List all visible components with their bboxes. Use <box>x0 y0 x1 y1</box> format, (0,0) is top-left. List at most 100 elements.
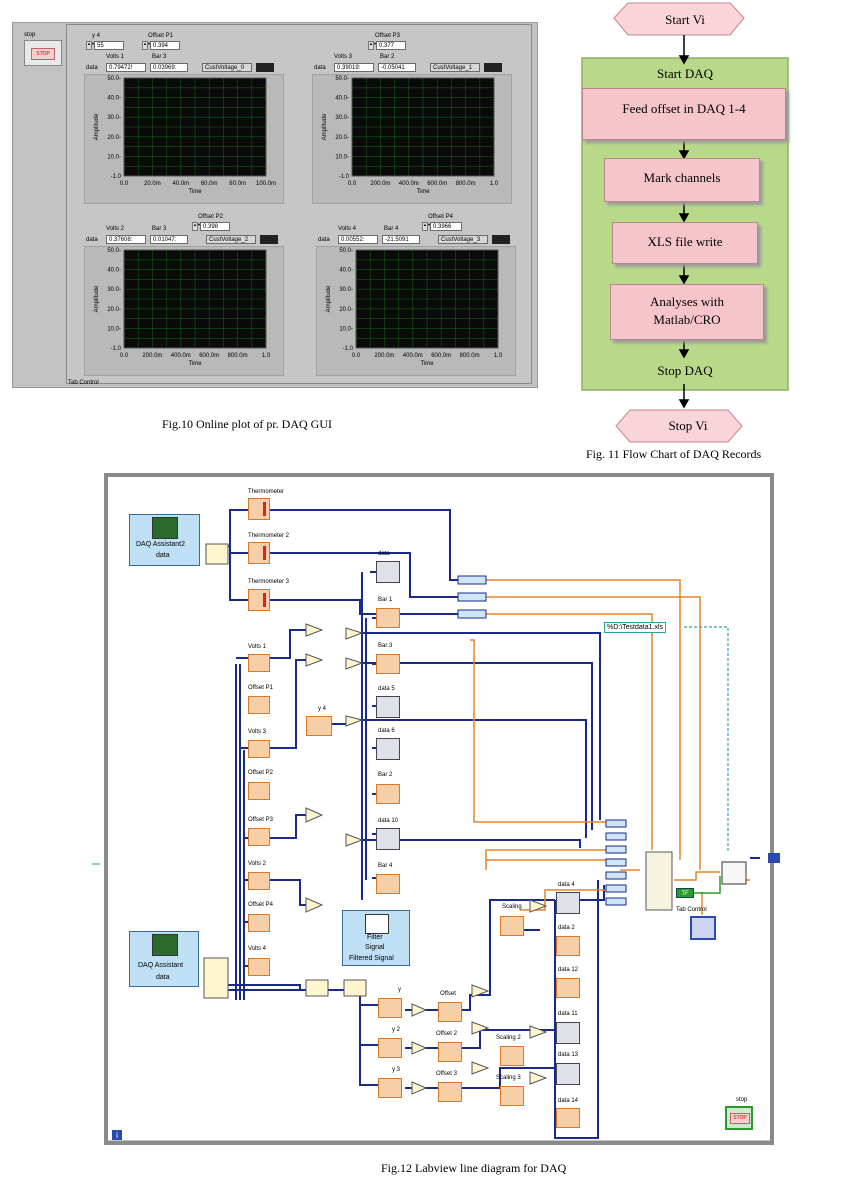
x-tick-label: 0.0 <box>348 181 357 187</box>
stop-button[interactable]: STOP <box>24 40 62 66</box>
numeric-terminal <box>376 654 400 674</box>
offset-p4-spinner[interactable]: ▲▼ <box>422 222 431 231</box>
middle-terminal-label: data 10 <box>378 818 399 824</box>
graph-3-ind2-value: -21.5091 <box>382 235 420 244</box>
x-axis-label: Time <box>416 189 430 195</box>
graph-2-data-label: data <box>86 237 98 243</box>
lower-offset-label: Offset <box>440 991 456 997</box>
x-tick-label: 400.0m <box>403 353 423 359</box>
y-tick-label: 20.0- <box>107 135 121 141</box>
graph-2-ind2-label: Bar 3 <box>152 226 167 232</box>
tab-control-terminal-label: Tab Control <box>676 907 707 913</box>
stop-label: stop <box>24 32 36 38</box>
y-tick-label: 50.0- <box>335 76 349 82</box>
numeric-terminal <box>248 828 270 846</box>
graph-2: Volts 2 Bar 3 data 0.37608: 0.01047: Cus… <box>84 226 286 376</box>
offset-p4-field[interactable]: 0.3966 <box>430 222 462 231</box>
y4-terminal <box>306 716 332 736</box>
fig11-caption: Fig. 11 Flow Chart of DAQ Records <box>586 447 762 461</box>
thermometer-3-terminal <box>248 589 270 611</box>
x-tick-label: 200.0m <box>142 353 162 359</box>
flow-step-analyses-line2: Matlab/CRO <box>653 312 721 327</box>
y-tick-label: -1.0 <box>111 346 122 352</box>
chart-terminal <box>556 892 580 914</box>
left-terminal-label: Offset P3 <box>248 817 273 823</box>
y-tick-label: 50.0- <box>339 248 353 254</box>
y-tick-label: 20.0- <box>107 307 121 313</box>
y-tick-label: 10.0- <box>339 326 353 332</box>
numeric-terminal <box>248 654 270 672</box>
y-tick-label: 10.0- <box>335 154 349 160</box>
x-tick-label: 80.0m <box>229 181 246 187</box>
y-tick-label: 20.0- <box>339 307 353 313</box>
y-tick-label: 30.0- <box>107 287 121 293</box>
graph-3-legend: CustVoltage_3 <box>438 235 488 244</box>
flow-stop-daq: Stop DAQ <box>657 363 713 378</box>
chart-terminal <box>556 1063 580 1085</box>
graph-1-ind2-value: -0.05041 <box>378 63 416 72</box>
filter-in-port: Signal <box>365 944 385 951</box>
filter-out-port: Filtered Signal <box>349 955 394 962</box>
daq-assistant-block[interactable]: DAQ Assistant data <box>129 931 199 987</box>
y-tick-label: 50.0- <box>107 76 121 82</box>
numeric-terminal <box>438 1082 462 1102</box>
tab-control-terminal <box>690 916 716 940</box>
x-tick-label: 40.0m <box>172 181 189 187</box>
chart-terminal <box>376 696 400 718</box>
numeric-terminal <box>248 914 270 932</box>
scaling-label: Scaling <box>502 904 522 910</box>
offset-p3-field[interactable]: 0.377 <box>376 41 406 50</box>
offset-p1-field[interactable]: 0.394 <box>150 41 180 50</box>
left-terminal-label: Volts 3 <box>248 729 267 735</box>
stop-vi-shape <box>615 409 743 443</box>
offset-p3-spinner[interactable]: ▲▼ <box>368 41 377 50</box>
daq-assistant-title: DAQ Assistant <box>138 962 184 969</box>
graph-2-ind2-value: 0.01047: <box>150 235 188 244</box>
x-tick-label: 800.0m <box>460 353 480 359</box>
y-tick-label: 20.0- <box>335 135 349 141</box>
middle-terminal-label: Bar 4 <box>378 863 393 869</box>
x-axis-label: Time <box>188 189 202 195</box>
offset-p2-field[interactable]: 0.398 <box>200 222 230 231</box>
y-tick-label: 30.0- <box>335 115 349 121</box>
x-tick-label: 1.0 <box>262 353 271 359</box>
scaling-label: Scaling 3 <box>496 1075 521 1081</box>
stop-terminal[interactable]: STOP <box>725 1106 753 1130</box>
fig12-caption: Fig.12 Labview line diagram for DAQ <box>381 1161 567 1175</box>
right-output-label: data 13 <box>558 1052 579 1058</box>
y-axis-label: Amplitude <box>94 113 100 140</box>
svg-text:i: i <box>116 1131 118 1140</box>
numeric-terminal <box>556 978 580 998</box>
stop-terminal-label: stop <box>736 1097 748 1103</box>
chart-terminal <box>376 828 400 850</box>
filter-title: Filter <box>367 934 383 941</box>
filter-block[interactable]: Filter Signal Filtered Signal <box>342 910 410 966</box>
middle-terminal-label: Bar 3 <box>378 643 393 649</box>
stop-button-text: STOP <box>31 48 55 60</box>
offset-p2-spinner[interactable]: ▲▼ <box>192 222 201 231</box>
graph-0-legend-swatch <box>256 63 274 72</box>
graph-1-ind1-value: 0.39019: <box>334 63 374 72</box>
graph-3: Volts 4 Bar 4 data 0.00552: -21.5091 Cus… <box>316 226 518 376</box>
daq-assistant2-block[interactable]: DAQ Assistant2 data <box>129 514 200 566</box>
flow-step-mark-channels: Mark channels <box>604 158 760 202</box>
y4-spinner[interactable]: ▲▼ <box>86 41 95 50</box>
numeric-terminal <box>376 784 400 804</box>
flow-step-analyses-line1: Analyses with <box>649 294 725 309</box>
thermometer-2-label: Thermometer 2 <box>248 533 290 539</box>
numeric-terminal <box>248 872 270 890</box>
offset-p1-spinner[interactable]: ▲▼ <box>142 41 151 50</box>
tab-control-label: Tab Control <box>68 380 99 386</box>
right-output-label: data 14 <box>558 1098 579 1104</box>
numeric-terminal <box>438 1002 462 1022</box>
y-axis-label: Amplitude <box>326 285 332 312</box>
graph-0-data-label: data <box>86 65 98 71</box>
x-tick-label: 200.0m <box>374 353 394 359</box>
daq-assistant2-port: data <box>156 552 170 559</box>
y-tick-label: 40.0- <box>107 96 121 102</box>
y4-field[interactable]: 55 <box>94 41 124 50</box>
stop-terminal-text: STOP <box>730 1113 750 1124</box>
x-tick-label: 400.0m <box>171 353 191 359</box>
graph-2-legend: CustVoltage_2 <box>206 235 256 244</box>
